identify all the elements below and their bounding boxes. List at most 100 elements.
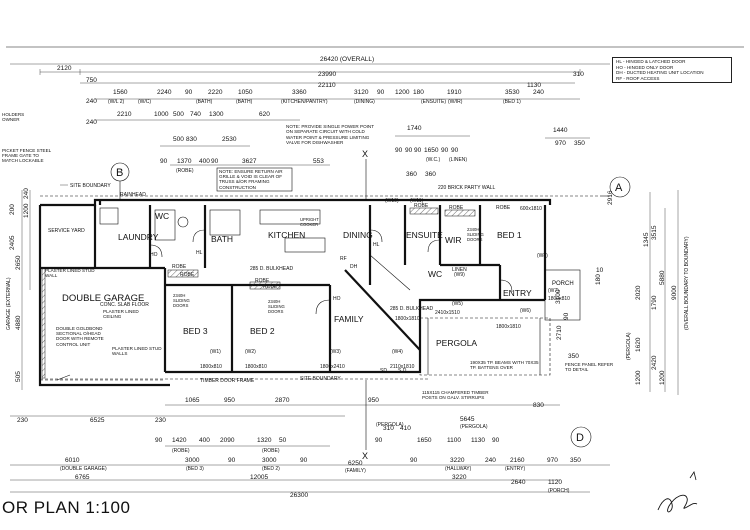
dim-top: 1440 (553, 127, 568, 134)
dim-bottom: 5645 (460, 416, 475, 423)
dim-top: 90 (395, 147, 403, 154)
room-bed-1: BED 1 (497, 230, 522, 240)
dim-right: 2710 (556, 325, 563, 340)
dim-top-sub: (KITCHEN/PANTRY) (281, 99, 328, 105)
dim-top: 90 (211, 158, 219, 165)
robe-label: ROBE (180, 272, 195, 278)
note-bulkhead-1: 285 D. BULKHEAD (250, 266, 293, 272)
dim-bottom-sub: (ROBE) (262, 448, 280, 454)
room-wc-2: WC (428, 269, 442, 279)
section-marker-a-label: A (615, 182, 623, 194)
robe-label: ROBE (172, 264, 187, 270)
note-timber-frame: TIMBER DOOR FRAME (200, 378, 255, 384)
dim-right: 10 (596, 267, 604, 274)
dim-bottom: 90 (375, 437, 383, 444)
room-dining: DINING (343, 230, 373, 240)
dim-right: 1620 (635, 337, 642, 352)
dim-top: 750 (86, 77, 97, 84)
window-tag: (W11) (410, 198, 424, 204)
robe-label: ROBE (414, 203, 429, 209)
dim-bottom-sub: (PERGOLA) (460, 424, 488, 430)
dim-top: 620 (259, 111, 270, 118)
dim-left: 240 (23, 188, 30, 199)
legend-item: HL - HINGED & LATCHED DOOR (616, 59, 686, 64)
dim-top: 23990 (318, 71, 336, 78)
dim-bottom-sub: (ENTRY) (505, 466, 526, 472)
dim-right: 9000 (671, 285, 678, 300)
room-porch: PORCH (552, 281, 574, 287)
room-linen: LINEN (452, 267, 467, 273)
dim-top: 500 (173, 136, 184, 143)
wall-tag: HL (196, 250, 203, 256)
dim-top: 2120 (57, 65, 72, 72)
wall-tag: SD (380, 368, 387, 374)
wall-tag: HO (150, 252, 158, 258)
note-rainhead: RAINHEAD (120, 192, 146, 198)
section-marker-a (609, 176, 631, 198)
window-size: 2110x1810 (390, 364, 415, 370)
dim-top: 3120 (354, 89, 369, 96)
dim-top: 240 (86, 98, 97, 105)
dim-top: 1740 (407, 125, 422, 132)
dim-bottom: 310 (383, 425, 394, 432)
dim-top: 740 (190, 111, 201, 118)
dim-top: 360 (406, 171, 417, 178)
dim-top: 90 (160, 158, 168, 165)
note-upright-cooker: UPRIGHT COOKER (300, 218, 319, 227)
dim-top: 2220 (208, 89, 223, 96)
section-marker-x-bottom: X (362, 451, 368, 461)
legend-box: HL - HINGED & LATCHED DOOR HO - HINGED O… (612, 57, 732, 83)
section-markers: B A D X X (110, 149, 631, 461)
robe-label: ROBE (496, 205, 511, 211)
note-slab: CONC. SLAB FLOOR (100, 302, 149, 308)
dim-bottom: 90 (228, 457, 236, 464)
room-bed-2: BED 2 (250, 326, 275, 336)
dim-bottom-sub: (DOUBLE GARAGE) (60, 466, 107, 472)
section-marker-b-label: B (116, 167, 123, 179)
dim-left: 2650 (15, 255, 22, 270)
dim-right: 3100 (555, 289, 562, 304)
dim-top: 1200 (395, 89, 410, 96)
dim-top-sub: (BED 1) (503, 99, 521, 105)
dim-top: 400 (199, 158, 210, 165)
dim-top-sub: (ENSUITE) (421, 99, 446, 105)
robe-label: ROBE (255, 278, 270, 284)
dim-right: 90 (563, 312, 570, 320)
dim-bottom: 1130 (471, 437, 485, 444)
note-garage-door: DOUBLE GOLDBOND SECTIONAL O/HEAD DOOR WI… (56, 326, 104, 347)
dim-bottom-sub: (BED 2) (262, 466, 280, 472)
dim-bottom: 6765 (75, 474, 90, 481)
dim-top: 180 (413, 89, 424, 96)
note-sliding-3: 2340H SLIDING DOORS (467, 228, 484, 242)
dim-top: 553 (313, 158, 324, 165)
dim-left: 1200 (23, 203, 30, 218)
dim-bottom: 1650 (417, 437, 432, 444)
dim-bottom: 350 (570, 457, 581, 464)
dim-left: 4880 (15, 315, 22, 330)
dim-right: 1790 (651, 295, 658, 310)
dim-top: 3530 (505, 89, 520, 96)
dim-bottom: 1420 (172, 437, 187, 444)
note-garage-side: GARAGE (EXTERNAL) (6, 277, 12, 330)
dim-right: 350 (568, 353, 579, 360)
window-tag: (W10) (385, 198, 399, 204)
dim-bottom: 90 (155, 437, 163, 444)
window-tag: (W8) (537, 253, 548, 259)
dim-bottom: 90 (300, 457, 308, 464)
dim-bottom: 1320 (257, 437, 272, 444)
window-tag: (W9) (454, 272, 465, 278)
note-plaster-ceiling: PLASTER LINED CEILING (103, 309, 139, 320)
dim-bottom: 6010 (65, 457, 80, 464)
dim-bottom: 6525 (90, 417, 105, 424)
note-site-boundary-top: SITE BOUNDARY (70, 183, 111, 189)
bottom-dimensions: 1065 950 2870 950 5645 830 (PERGOLA) 230… (10, 397, 610, 499)
note-posts: 115X115 CHAMFERED TIMBER POSTS ON GALV. … (422, 390, 489, 401)
room-ensuite: ENSUITE (406, 230, 443, 240)
dim-top: 1050 (238, 89, 253, 96)
dim-top: 970 (555, 140, 566, 147)
dim-right: 2020 (635, 285, 642, 300)
dim-bottom-sub: (ROBE) (172, 448, 190, 454)
dim-top-sub: (BATH) (236, 99, 253, 105)
dim-bottom: 400 (199, 437, 210, 444)
